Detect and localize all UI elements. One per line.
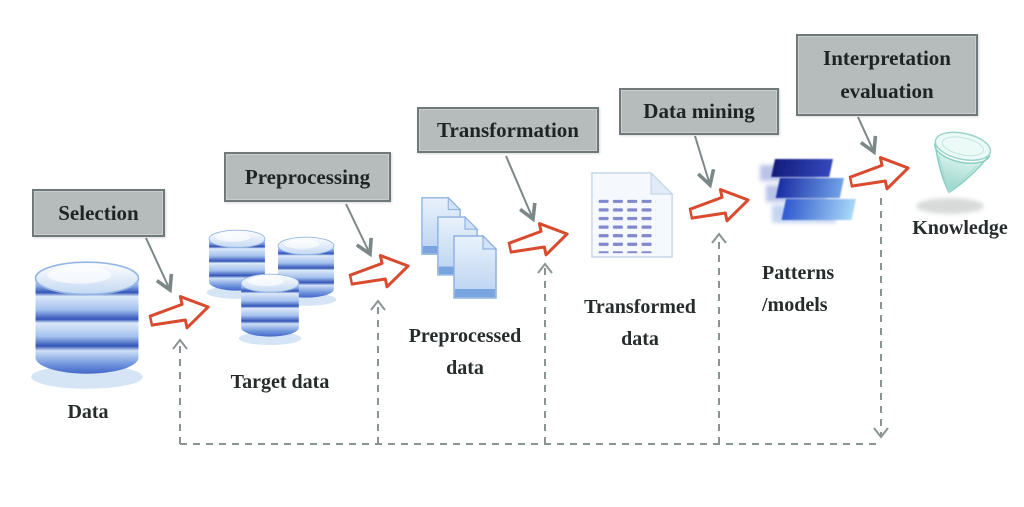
flow-arrow-3 xyxy=(504,216,572,264)
transformed-data-label-line2: data xyxy=(621,328,659,350)
patterns-models-label-line1: Patterns xyxy=(762,262,835,284)
knowledge-label: Knowledge xyxy=(912,217,1008,239)
transformation-connector-arrow xyxy=(505,155,537,223)
step-label-selection: Selection xyxy=(58,200,139,225)
preprocessing-connector-arrow xyxy=(345,203,373,258)
data-mining-connector-arrow xyxy=(694,135,716,189)
feedback-loop-dashed-lines xyxy=(172,198,889,445)
step-box-selection: Selection xyxy=(32,189,165,237)
flow-arrow-4 xyxy=(685,182,753,230)
transformed-data-label-line1: Transformed xyxy=(584,296,696,318)
preprocessed-data-label-line1: Preprocessed xyxy=(408,325,522,347)
feedback-arrowhead-up-3 xyxy=(537,262,553,274)
database-icon xyxy=(30,261,144,390)
step-box-transformation: Transformation xyxy=(417,107,599,153)
feedback-arrowhead-up-2 xyxy=(370,299,386,311)
patterns-models-label-line2: /models xyxy=(762,294,828,316)
transformed-data-label: Transformed data xyxy=(565,291,715,355)
step-box-preprocessing: Preprocessing xyxy=(224,152,391,202)
interpretation-connector-arrow xyxy=(857,116,878,156)
step-box-data-mining: Data mining xyxy=(619,88,779,135)
feedback-arrowhead-down-5 xyxy=(873,427,889,439)
lined-document-icon xyxy=(591,172,673,258)
flow-arrow-2 xyxy=(345,248,413,296)
step-label-interpretation: Interpretation xyxy=(823,46,951,71)
layered-bars-icon xyxy=(760,159,856,223)
step-label-data-mining: Data mining xyxy=(643,99,755,124)
diamond-icon xyxy=(916,131,992,214)
step-box-interpretation-evaluation: Interpretation evaluation xyxy=(796,34,978,116)
feedback-arrowhead-up-1 xyxy=(172,338,188,350)
step-label-transformation: Transformation xyxy=(437,117,579,142)
target-data-label: Target data xyxy=(230,371,330,393)
flow-arrow-1 xyxy=(145,289,213,337)
patterns-models-label: Patterns /models xyxy=(762,257,892,321)
data-label: Data xyxy=(67,401,109,423)
flow-arrow-5 xyxy=(845,150,913,198)
database-cluster-icon xyxy=(206,229,337,346)
preprocessed-data-label: Preprocessed data xyxy=(385,320,545,384)
preprocessed-data-label-line2: data xyxy=(446,357,484,379)
selection-connector-arrow xyxy=(145,237,174,294)
feedback-arrowhead-up-4 xyxy=(711,232,727,244)
step-label-evaluation: evaluation xyxy=(840,79,934,103)
step-label-preprocessing: Preprocessing xyxy=(244,164,371,189)
document-stack-icon xyxy=(421,197,497,299)
step-connector-arrows xyxy=(145,116,878,294)
